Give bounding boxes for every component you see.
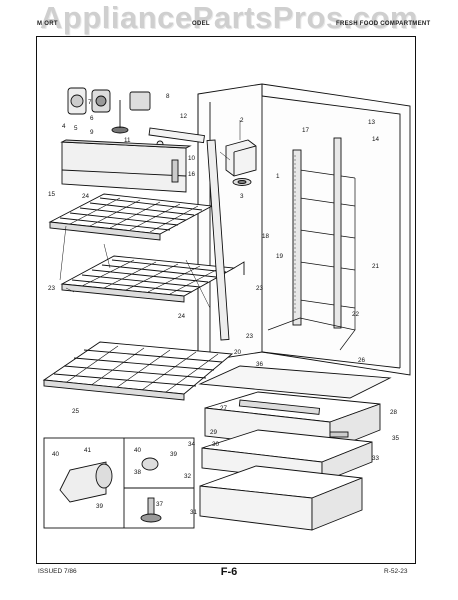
callout-20: 20 (234, 349, 242, 356)
callout-13: 13 (368, 119, 376, 126)
callout-35: 35 (392, 435, 400, 442)
callout-40b: 40 (52, 451, 60, 458)
callout-3: 3 (240, 193, 244, 200)
callout-38: 38 (134, 469, 142, 476)
callout-39a: 39 (170, 451, 178, 458)
callout-4: 4 (62, 123, 66, 130)
callout-labels: 1 2 3 4 5 6 7 8 9 10 11 12 13 14 15 16 1… (48, 93, 400, 516)
callout-28: 28 (390, 409, 398, 416)
callout-41: 41 (84, 447, 92, 454)
callout-5: 5 (74, 125, 78, 132)
header-right: FRESH FOOD COMPARTMENT (336, 21, 431, 27)
callout-6: 6 (90, 115, 94, 122)
callout-8: 8 (166, 93, 170, 100)
callout-30: 30 (212, 441, 220, 448)
callout-21: 21 (372, 263, 380, 270)
callout-34: 34 (188, 441, 196, 448)
callout-1: 1 (276, 173, 280, 180)
callout-23c: 23 (246, 333, 254, 340)
wire-shelf-lower (42, 341, 234, 401)
callout-37: 37 (156, 501, 164, 508)
callout-23a: 23 (48, 285, 56, 292)
diagram-frame (36, 36, 416, 564)
callout-39b: 39 (96, 503, 104, 510)
callout-36: 36 (256, 361, 264, 368)
control-panel-trim (60, 139, 192, 193)
callout-16: 16 (188, 171, 196, 178)
callout-26: 26 (358, 357, 366, 364)
thermostat-parts (67, 87, 205, 148)
callout-7: 7 (88, 99, 92, 106)
detail-inset (43, 437, 195, 529)
callout-29: 29 (210, 429, 218, 436)
callout-32: 32 (184, 473, 192, 480)
header-center: ODEL (192, 21, 210, 27)
callout-12: 12 (180, 113, 188, 120)
control-housing (225, 139, 257, 186)
callout-31: 31 (190, 509, 198, 516)
callout-17: 17 (302, 127, 310, 134)
page-code: R-52-23 (384, 568, 408, 575)
watermark: AppliancePartsPros.com (40, 0, 418, 35)
callout-33: 33 (372, 455, 380, 462)
callout-10: 10 (188, 155, 196, 162)
callout-27: 27 (220, 405, 228, 412)
shelf-rail (206, 139, 230, 341)
leader-lines (59, 120, 241, 309)
callout-2: 2 (240, 117, 244, 124)
callout-15: 15 (48, 191, 56, 198)
issued-date: ISSUED 7/86 (38, 568, 77, 575)
callout-19: 19 (276, 253, 284, 260)
crisper-drawers (198, 365, 392, 531)
wire-shelf-middle (60, 255, 245, 303)
callout-9: 9 (90, 129, 94, 136)
callout-25: 25 (72, 408, 80, 415)
callout-24a: 24 (82, 193, 90, 200)
callout-23b: 23 (256, 285, 264, 292)
figure-number: F-6 (220, 566, 238, 578)
callout-22: 22 (352, 311, 360, 318)
callout-40a: 40 (134, 447, 142, 454)
callout-18: 18 (262, 233, 270, 240)
callout-14: 14 (372, 136, 380, 143)
wire-shelf-upper (48, 193, 214, 241)
header-left: M ORT (37, 21, 58, 27)
callout-11: 11 (124, 137, 131, 144)
callout-24b: 24 (178, 313, 186, 320)
